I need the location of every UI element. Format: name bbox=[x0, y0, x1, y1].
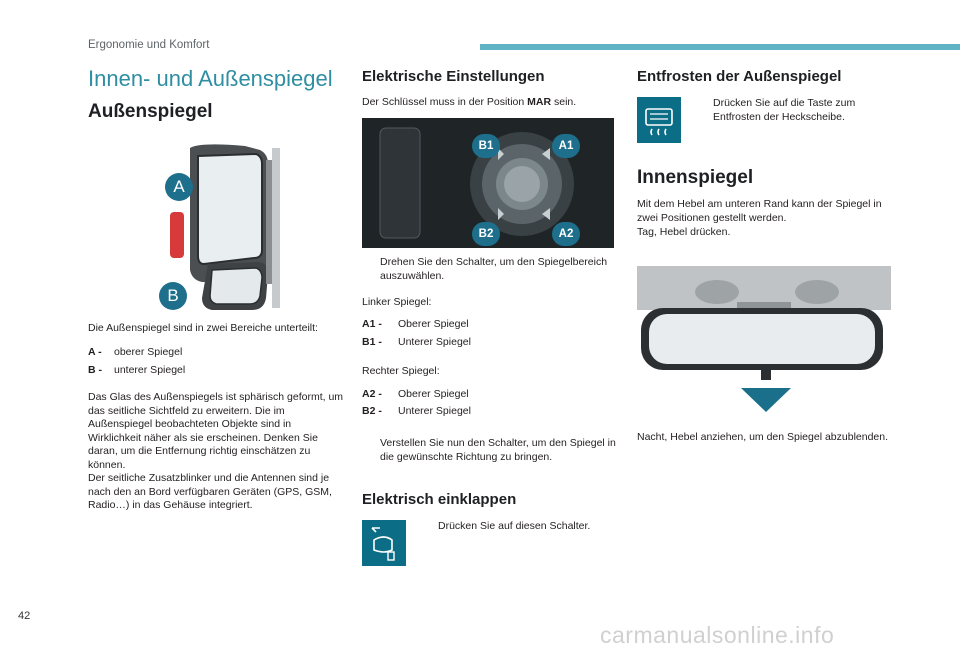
key-position-bold: MAR bbox=[527, 96, 552, 108]
defrost-icon bbox=[637, 97, 681, 143]
callout-b: B bbox=[159, 282, 187, 310]
bullet-marker bbox=[362, 256, 380, 283]
item-text: Unterer Spiegel bbox=[398, 405, 471, 417]
heading-aussenspiegel: Außenspiegel bbox=[88, 101, 213, 122]
list-item: B2 - Unterer Spiegel bbox=[362, 405, 471, 419]
bullet-select-area: Drehen Sie den Schalter, um den Spiegelb… bbox=[362, 256, 616, 283]
item-label: B1 - bbox=[362, 336, 382, 348]
item-text: oberer Spiegel bbox=[114, 346, 183, 358]
item-text: Unterer Spiegel bbox=[398, 336, 471, 348]
left-para-1: Das Glas des Außenspiegels ist sphärisch… bbox=[88, 391, 344, 471]
page-title: Innen- und Außenspiegel bbox=[88, 66, 333, 91]
list-item: A2 - Oberer Spiegel bbox=[362, 388, 469, 402]
bullet-text: Drücken Sie auf diesen Schalter. bbox=[438, 520, 591, 532]
night-text: Nacht, Hebel anziehen, um den Spiegel ab… bbox=[637, 431, 889, 443]
item-label: B - bbox=[88, 364, 102, 376]
bullet-fold: Drücken Sie auf diesen Schalter. bbox=[420, 520, 620, 534]
knob-label-a2: A2 bbox=[552, 222, 580, 246]
item-label: B2 - bbox=[362, 405, 382, 417]
key-text-pre: Der Schlüssel muss in der Position bbox=[362, 96, 528, 108]
inner-text-1: Mit dem Hebel am unteren Rand kann der S… bbox=[637, 198, 882, 224]
knob-label-a1: A1 bbox=[552, 134, 580, 158]
left-para-2: Der seitliche Zusatzblinker und die Ante… bbox=[88, 472, 332, 511]
page-number: 42 bbox=[18, 610, 31, 622]
list-item: A - oberer Spiegel bbox=[88, 346, 182, 360]
watermark: carmanualsonline.info bbox=[600, 622, 835, 648]
knob-label-b1: B1 bbox=[472, 134, 500, 158]
item-text: unterer Spiegel bbox=[114, 364, 186, 376]
fold-mirror-icon bbox=[362, 520, 406, 566]
key-text-post: sein. bbox=[551, 96, 577, 108]
bullet-text: Drücken Sie auf die Taste zum Entfrosten… bbox=[713, 97, 856, 123]
heading-entfrosten: Entfrosten der Außenspiegel bbox=[637, 68, 842, 85]
left-intro: Die Außenspiegel sind in zwei Bereiche u… bbox=[88, 322, 318, 334]
right-mirror-title: Rechter Spiegel: bbox=[362, 365, 440, 377]
interior-mirror-illustration bbox=[637, 266, 891, 424]
bullet-adjust-mirror: Verstellen Sie nun den Schalter, um den … bbox=[362, 437, 616, 464]
list-item: B - unterer Spiegel bbox=[88, 364, 185, 378]
bullet-marker bbox=[695, 97, 713, 124]
list-item: B1 - Unterer Spiegel bbox=[362, 336, 471, 350]
exterior-mirror-illustration bbox=[170, 144, 280, 310]
list-item: A1 - Oberer Spiegel bbox=[362, 318, 469, 332]
key-position-text: Der Schlüssel muss in der Position MAR s… bbox=[362, 96, 622, 110]
section-tag: Ergonomie und Komfort bbox=[88, 39, 210, 51]
heading-innenspiegel: Innenspiegel bbox=[637, 167, 754, 188]
item-text: Oberer Spiegel bbox=[398, 388, 469, 400]
bullet-text: Verstellen Sie nun den Schalter, um den … bbox=[380, 437, 616, 463]
left-mirror-title: Linker Spiegel: bbox=[362, 296, 432, 308]
bullet-text: Drehen Sie den Schalter, um den Spiegelb… bbox=[380, 256, 608, 282]
item-label: A1 - bbox=[362, 318, 382, 330]
heading-elektrisch-einklappen: Elektrisch einklappen bbox=[362, 491, 517, 508]
heading-elektrische-einstellungen: Elektrische Einstellungen bbox=[362, 68, 545, 85]
knob-label-b2: B2 bbox=[472, 222, 500, 246]
bullet-marker bbox=[362, 437, 380, 464]
item-text: Oberer Spiegel bbox=[398, 318, 469, 330]
inner-text-2: Tag, Hebel drücken. bbox=[637, 226, 731, 238]
bullet-marker bbox=[420, 520, 438, 534]
bullet-defrost: Drücken Sie auf die Taste zum Entfrosten… bbox=[695, 97, 895, 124]
item-label: A2 - bbox=[362, 388, 382, 400]
item-label: A - bbox=[88, 346, 102, 358]
callout-a: A bbox=[165, 173, 193, 201]
header-accent-bar bbox=[480, 44, 960, 50]
